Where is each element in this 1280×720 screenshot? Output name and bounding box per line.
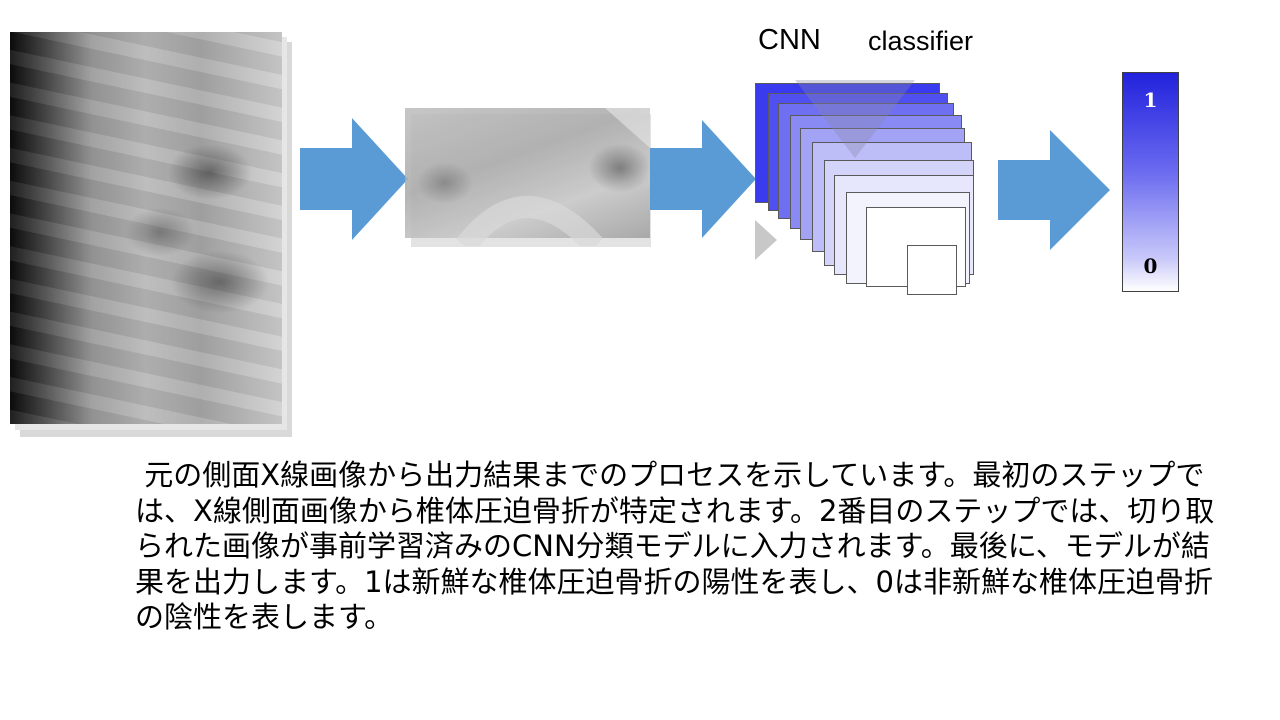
lateral-xray-image <box>10 32 282 424</box>
cnn-kernel <box>907 245 957 295</box>
arrow-right-icon <box>650 120 756 238</box>
classifier-label: classifier <box>868 26 974 56</box>
caption-text: 元の側面X線画像から出力結果までのプロセスを示しています。最初のステップでは、X… <box>135 458 1215 634</box>
output-probability-bar <box>1122 72 1179 292</box>
arrow-right-icon <box>300 118 408 240</box>
output-label-0: 0 <box>1143 254 1158 278</box>
arrow-right-icon <box>998 130 1110 250</box>
cnn-label: CNN <box>758 24 821 56</box>
cnn-overlay-shapes <box>755 80 915 260</box>
output-label-1: 1 <box>1143 88 1158 112</box>
crop-overlay-shape <box>456 108 650 246</box>
